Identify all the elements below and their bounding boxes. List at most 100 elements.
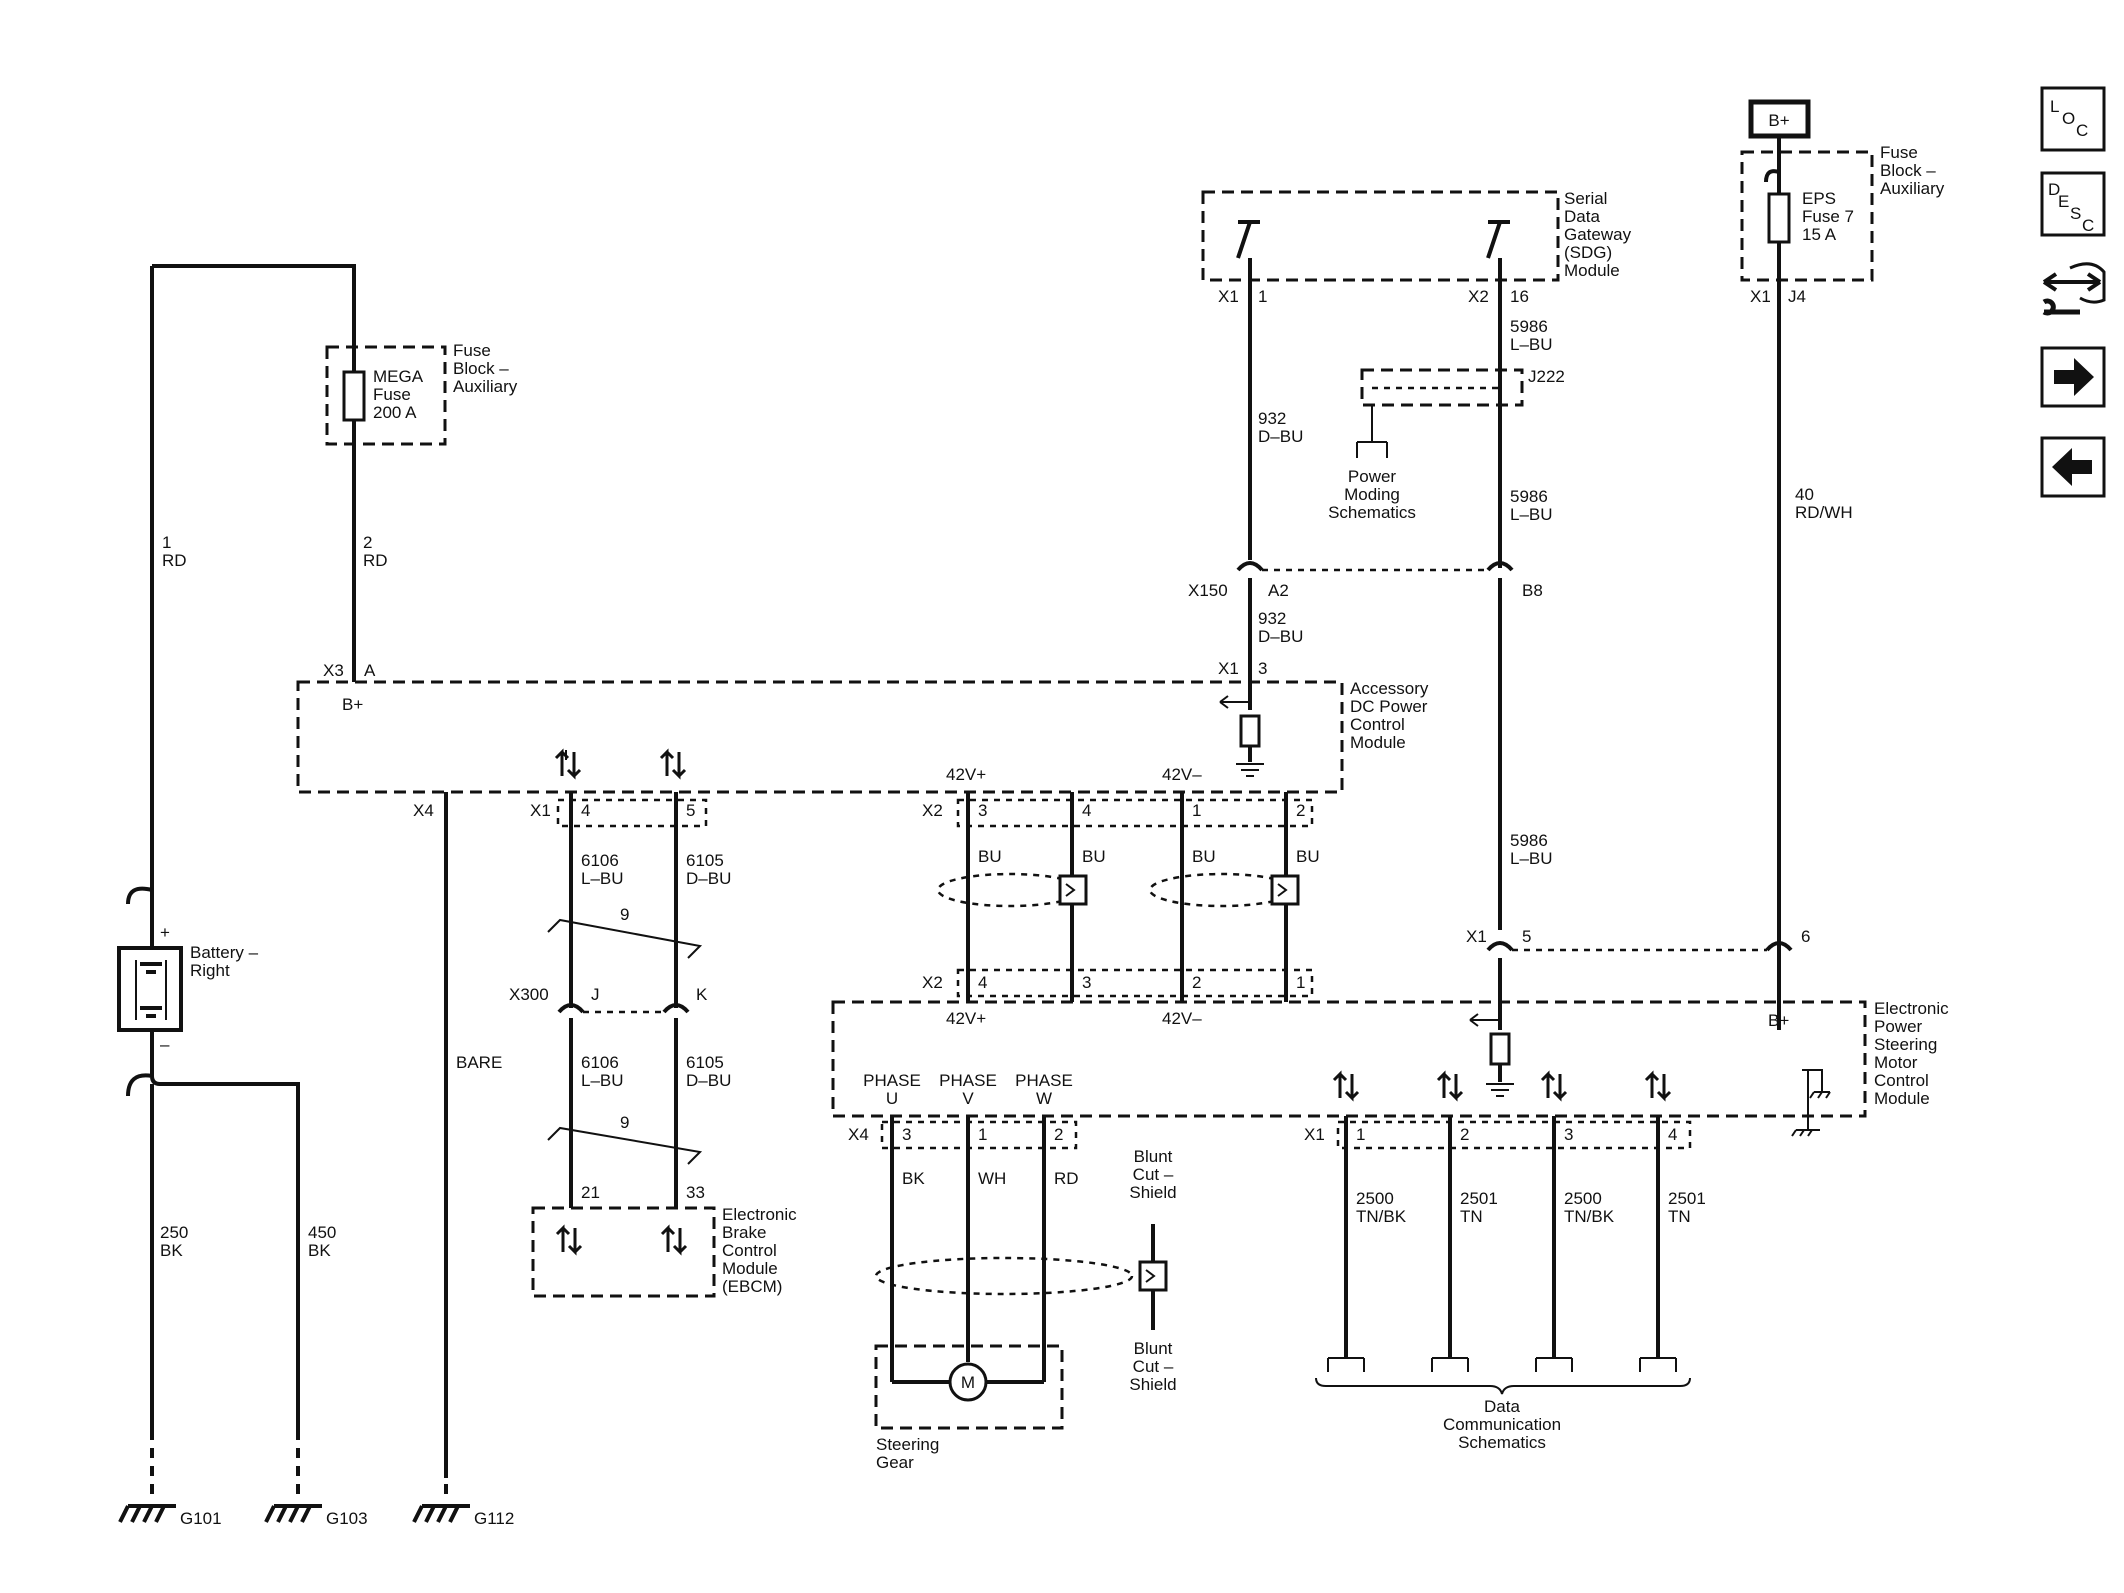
epsm-x4-p1: 1 bbox=[978, 1125, 987, 1144]
acdpcm-x2-p2: 2 bbox=[1296, 801, 1305, 820]
wire-bu-2: BU bbox=[1082, 847, 1106, 866]
steering-gear-box bbox=[874, 1344, 1064, 1430]
epsm-x2: X2 bbox=[922, 973, 943, 992]
sdg-x2-conn: X2 bbox=[1468, 287, 1489, 306]
battery-minus: – bbox=[160, 1035, 170, 1054]
acdpcm-42vp: 42V+ bbox=[946, 765, 986, 784]
fuse-block-aux-right bbox=[1740, 150, 1874, 282]
ground-g103: G103 bbox=[326, 1509, 368, 1528]
x300-j: J bbox=[591, 985, 600, 1004]
epsm-x2-p3: 3 bbox=[1082, 973, 1091, 992]
ground-g112: G112 bbox=[474, 1509, 514, 1528]
x300-k: K bbox=[696, 985, 708, 1004]
acdpcm-x1-pin: 3 bbox=[1258, 659, 1267, 678]
epsm-bplus: B+ bbox=[1768, 1011, 1789, 1030]
svg-text:E: E bbox=[2058, 192, 2069, 211]
epsm-x2-p1: 1 bbox=[1296, 973, 1305, 992]
wire-bu-4: BU bbox=[1296, 847, 1320, 866]
epsm-x4: X4 bbox=[848, 1125, 869, 1144]
ebcm-p21: 21 bbox=[581, 1183, 600, 1202]
acdpcm-x1-conn: X1 bbox=[1218, 659, 1239, 678]
wire-rd: RD bbox=[1054, 1169, 1079, 1188]
connector-tool-icon[interactable] bbox=[2042, 262, 2106, 316]
acdpcm-a: A bbox=[364, 661, 376, 680]
epsm-x1-p6: 6 bbox=[1801, 927, 1810, 946]
bidir-arrow-icon bbox=[660, 1224, 688, 1256]
svg-text:O: O bbox=[2062, 109, 2075, 128]
forward-arrow-button[interactable] bbox=[2040, 346, 2106, 408]
ground-icon bbox=[412, 1504, 470, 1523]
wire-bu-1: BU bbox=[978, 847, 1002, 866]
acdpcm-x3: X3 bbox=[323, 661, 344, 680]
ground-icon bbox=[118, 1504, 176, 1523]
wire-bare-label: BARE bbox=[456, 1053, 502, 1072]
ground-icon bbox=[264, 1504, 322, 1523]
epsm-d1: 1 bbox=[1356, 1125, 1365, 1144]
x150-label: X150 bbox=[1188, 581, 1228, 600]
acdpcm-x2-p3: 3 bbox=[978, 801, 987, 820]
svg-text:L: L bbox=[2050, 97, 2059, 116]
acdpcm-box bbox=[296, 680, 1344, 794]
sdg-x1-pin: 1 bbox=[1258, 287, 1267, 306]
twist-count-top: 9 bbox=[620, 905, 629, 924]
svg-text:M: M bbox=[961, 1373, 975, 1392]
acdpcm-bplus: B+ bbox=[342, 695, 363, 714]
bidir-arrow-icon bbox=[1540, 1070, 1568, 1102]
loc-button[interactable]: LOC bbox=[2040, 86, 2106, 152]
wire-bu-3: BU bbox=[1192, 847, 1216, 866]
fuse-block-aux-left bbox=[325, 345, 447, 446]
motor-icon: M bbox=[948, 1362, 988, 1402]
epsm-x1: X1 bbox=[1466, 927, 1487, 946]
battery-plus: + bbox=[160, 923, 170, 942]
epsm-d3: 3 bbox=[1564, 1125, 1573, 1144]
acdpcm-x2-p1: 1 bbox=[1192, 801, 1201, 820]
j222-label: J222 bbox=[1528, 367, 1565, 386]
j222-splice bbox=[1360, 368, 1524, 407]
back-arrow-button[interactable] bbox=[2040, 436, 2106, 498]
epsm-42vp: 42V+ bbox=[946, 1009, 986, 1028]
wire-bk: BK bbox=[902, 1169, 925, 1188]
epsm-box bbox=[831, 1000, 1867, 1118]
bidir-arrow-icon bbox=[554, 748, 582, 780]
ground-g101: G101 bbox=[180, 1509, 222, 1528]
epsm-d4: 4 bbox=[1668, 1125, 1677, 1144]
bplus-badge: B+ bbox=[1748, 99, 1811, 139]
bidir-arrow-icon bbox=[1436, 1070, 1464, 1102]
acdpcm-42vm: 42V– bbox=[1162, 765, 1202, 784]
epsm-d2: 2 bbox=[1460, 1125, 1469, 1144]
sdg-x2-pin: 16 bbox=[1510, 287, 1529, 306]
ebcm-box bbox=[531, 1206, 716, 1298]
epsm-x2-p2: 2 bbox=[1192, 973, 1201, 992]
bidir-arrow-icon bbox=[659, 748, 687, 780]
acdpcm-x2-p4: 4 bbox=[1082, 801, 1091, 820]
battery-label: Battery –Right bbox=[190, 943, 259, 980]
